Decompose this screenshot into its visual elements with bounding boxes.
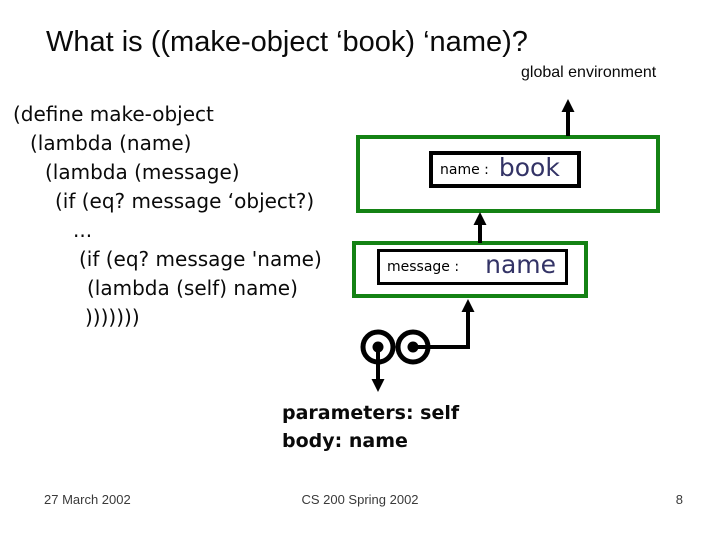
binding-label: name : (440, 161, 489, 178)
binding-label: message : (387, 259, 460, 275)
procedure-body: body: name (282, 430, 408, 452)
binding-value: name (485, 250, 556, 279)
code-line: (lambda (message) (45, 160, 240, 184)
cons-cell-pair (360, 299, 475, 392)
code-line: (if (eq? message ‘object?) (55, 189, 315, 213)
code-line: (define make-object (13, 102, 214, 126)
global-environment-label: global environment (521, 64, 657, 81)
code-line: ))))))) (85, 305, 140, 329)
environment-frame-name (356, 135, 660, 213)
code-block: (define make-object (lambda (name) (lamb… (0, 100, 322, 332)
procedure-info: parameters: self body: name (282, 399, 459, 455)
arrow-to-message-frame (461, 299, 475, 312)
binding-message-name: message : name (377, 249, 568, 285)
arrow-message-frame-to-name-frame (473, 212, 487, 243)
code-line: (lambda (self) name) (87, 276, 298, 300)
arrow-to-procedure-info (371, 379, 385, 392)
arrow-to-global-environment (561, 99, 575, 136)
code-line: (lambda (name) (30, 131, 192, 155)
slide-title: What is ((make-object ‘book) ‘name)? (46, 26, 528, 58)
footer-date: 27 March 2002 (44, 492, 131, 507)
footer-course: CS 200 Spring 2002 (301, 492, 419, 507)
binding-value: book (498, 153, 560, 182)
footer-page-number: 8 (675, 492, 683, 507)
binding-name-book: name : book (429, 151, 581, 188)
code-line-ellipsis: ... (73, 218, 93, 242)
code-line: (if (eq? message 'name) (79, 247, 322, 271)
procedure-parameters: parameters: self (282, 402, 460, 424)
